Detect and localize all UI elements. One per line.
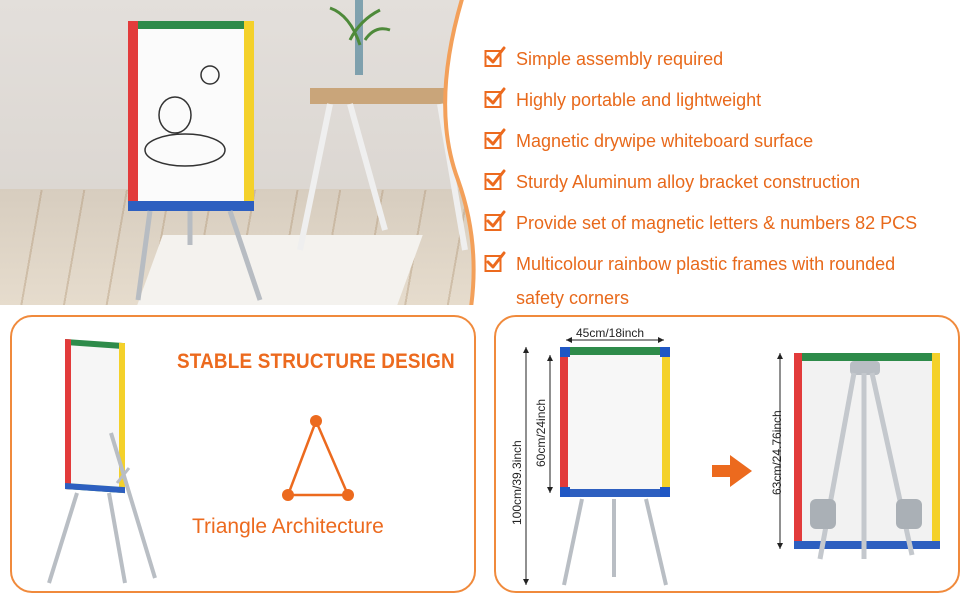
feature-text: safety corners <box>516 288 630 308</box>
feature-text: Magnetic drywipe whiteboard surface <box>516 131 814 151</box>
feature-item: Magnetic drywipe whiteboard surface <box>484 124 964 158</box>
feature-item: Provide set of magnetic letters & number… <box>484 206 964 240</box>
feature-item-continuation: safety corners <box>484 281 964 315</box>
checkbox-tick-icon <box>484 128 506 149</box>
checkbox-tick-icon <box>484 87 506 108</box>
feature-list: Simple assembly required Highly portable… <box>484 42 964 322</box>
stable-structure-panel: STABLE STRUCTURE DESIGN Triangle Archite… <box>10 315 476 593</box>
feature-text: Sturdy Aluminum alloy bracket constructi… <box>516 172 861 192</box>
width-dimension-label: 45cm/18inch <box>576 326 645 340</box>
feature-item: Sturdy Aluminum alloy bracket constructi… <box>484 165 964 199</box>
table-illustration <box>297 0 480 251</box>
feature-text: Multicolour rainbow plastic frames with … <box>516 254 896 274</box>
lifestyle-photo <box>0 0 490 305</box>
checkbox-tick-icon <box>484 46 506 67</box>
triangle-architecture-icon <box>282 415 354 501</box>
dimensions-panel: 45cm/18inch 100cm/39.3inch 60cm/24inch 6… <box>494 315 960 593</box>
easel-folded-view <box>777 353 940 560</box>
feature-text: Provide set of magnetic letters & number… <box>516 213 918 233</box>
total-height-label: 100cm/39.3inch <box>510 440 524 525</box>
feature-item: Simple assembly required <box>484 42 964 76</box>
feature-item: Highly portable and lightweight <box>484 83 964 117</box>
checkbox-tick-icon <box>484 210 506 231</box>
stable-structure-title: STABLE STRUCTURE DESIGN <box>177 350 455 373</box>
feature-text: Highly portable and lightweight <box>516 90 762 110</box>
board-height-label: 60cm/24inch <box>534 398 548 467</box>
checkbox-tick-icon <box>484 251 506 272</box>
easel-front-view <box>523 337 670 586</box>
arrow-right-icon <box>712 455 752 487</box>
folded-height-label: 63cm/24.76inch <box>770 410 784 495</box>
feature-text: Simple assembly required <box>516 49 724 69</box>
easel-side-view <box>47 338 157 584</box>
checkbox-tick-icon <box>484 169 506 190</box>
triangle-caption: Triangle Architecture <box>192 515 384 538</box>
orange-swoosh <box>443 0 490 305</box>
photo-easel <box>128 21 263 301</box>
feature-item: Multicolour rainbow plastic frames with … <box>484 247 964 281</box>
